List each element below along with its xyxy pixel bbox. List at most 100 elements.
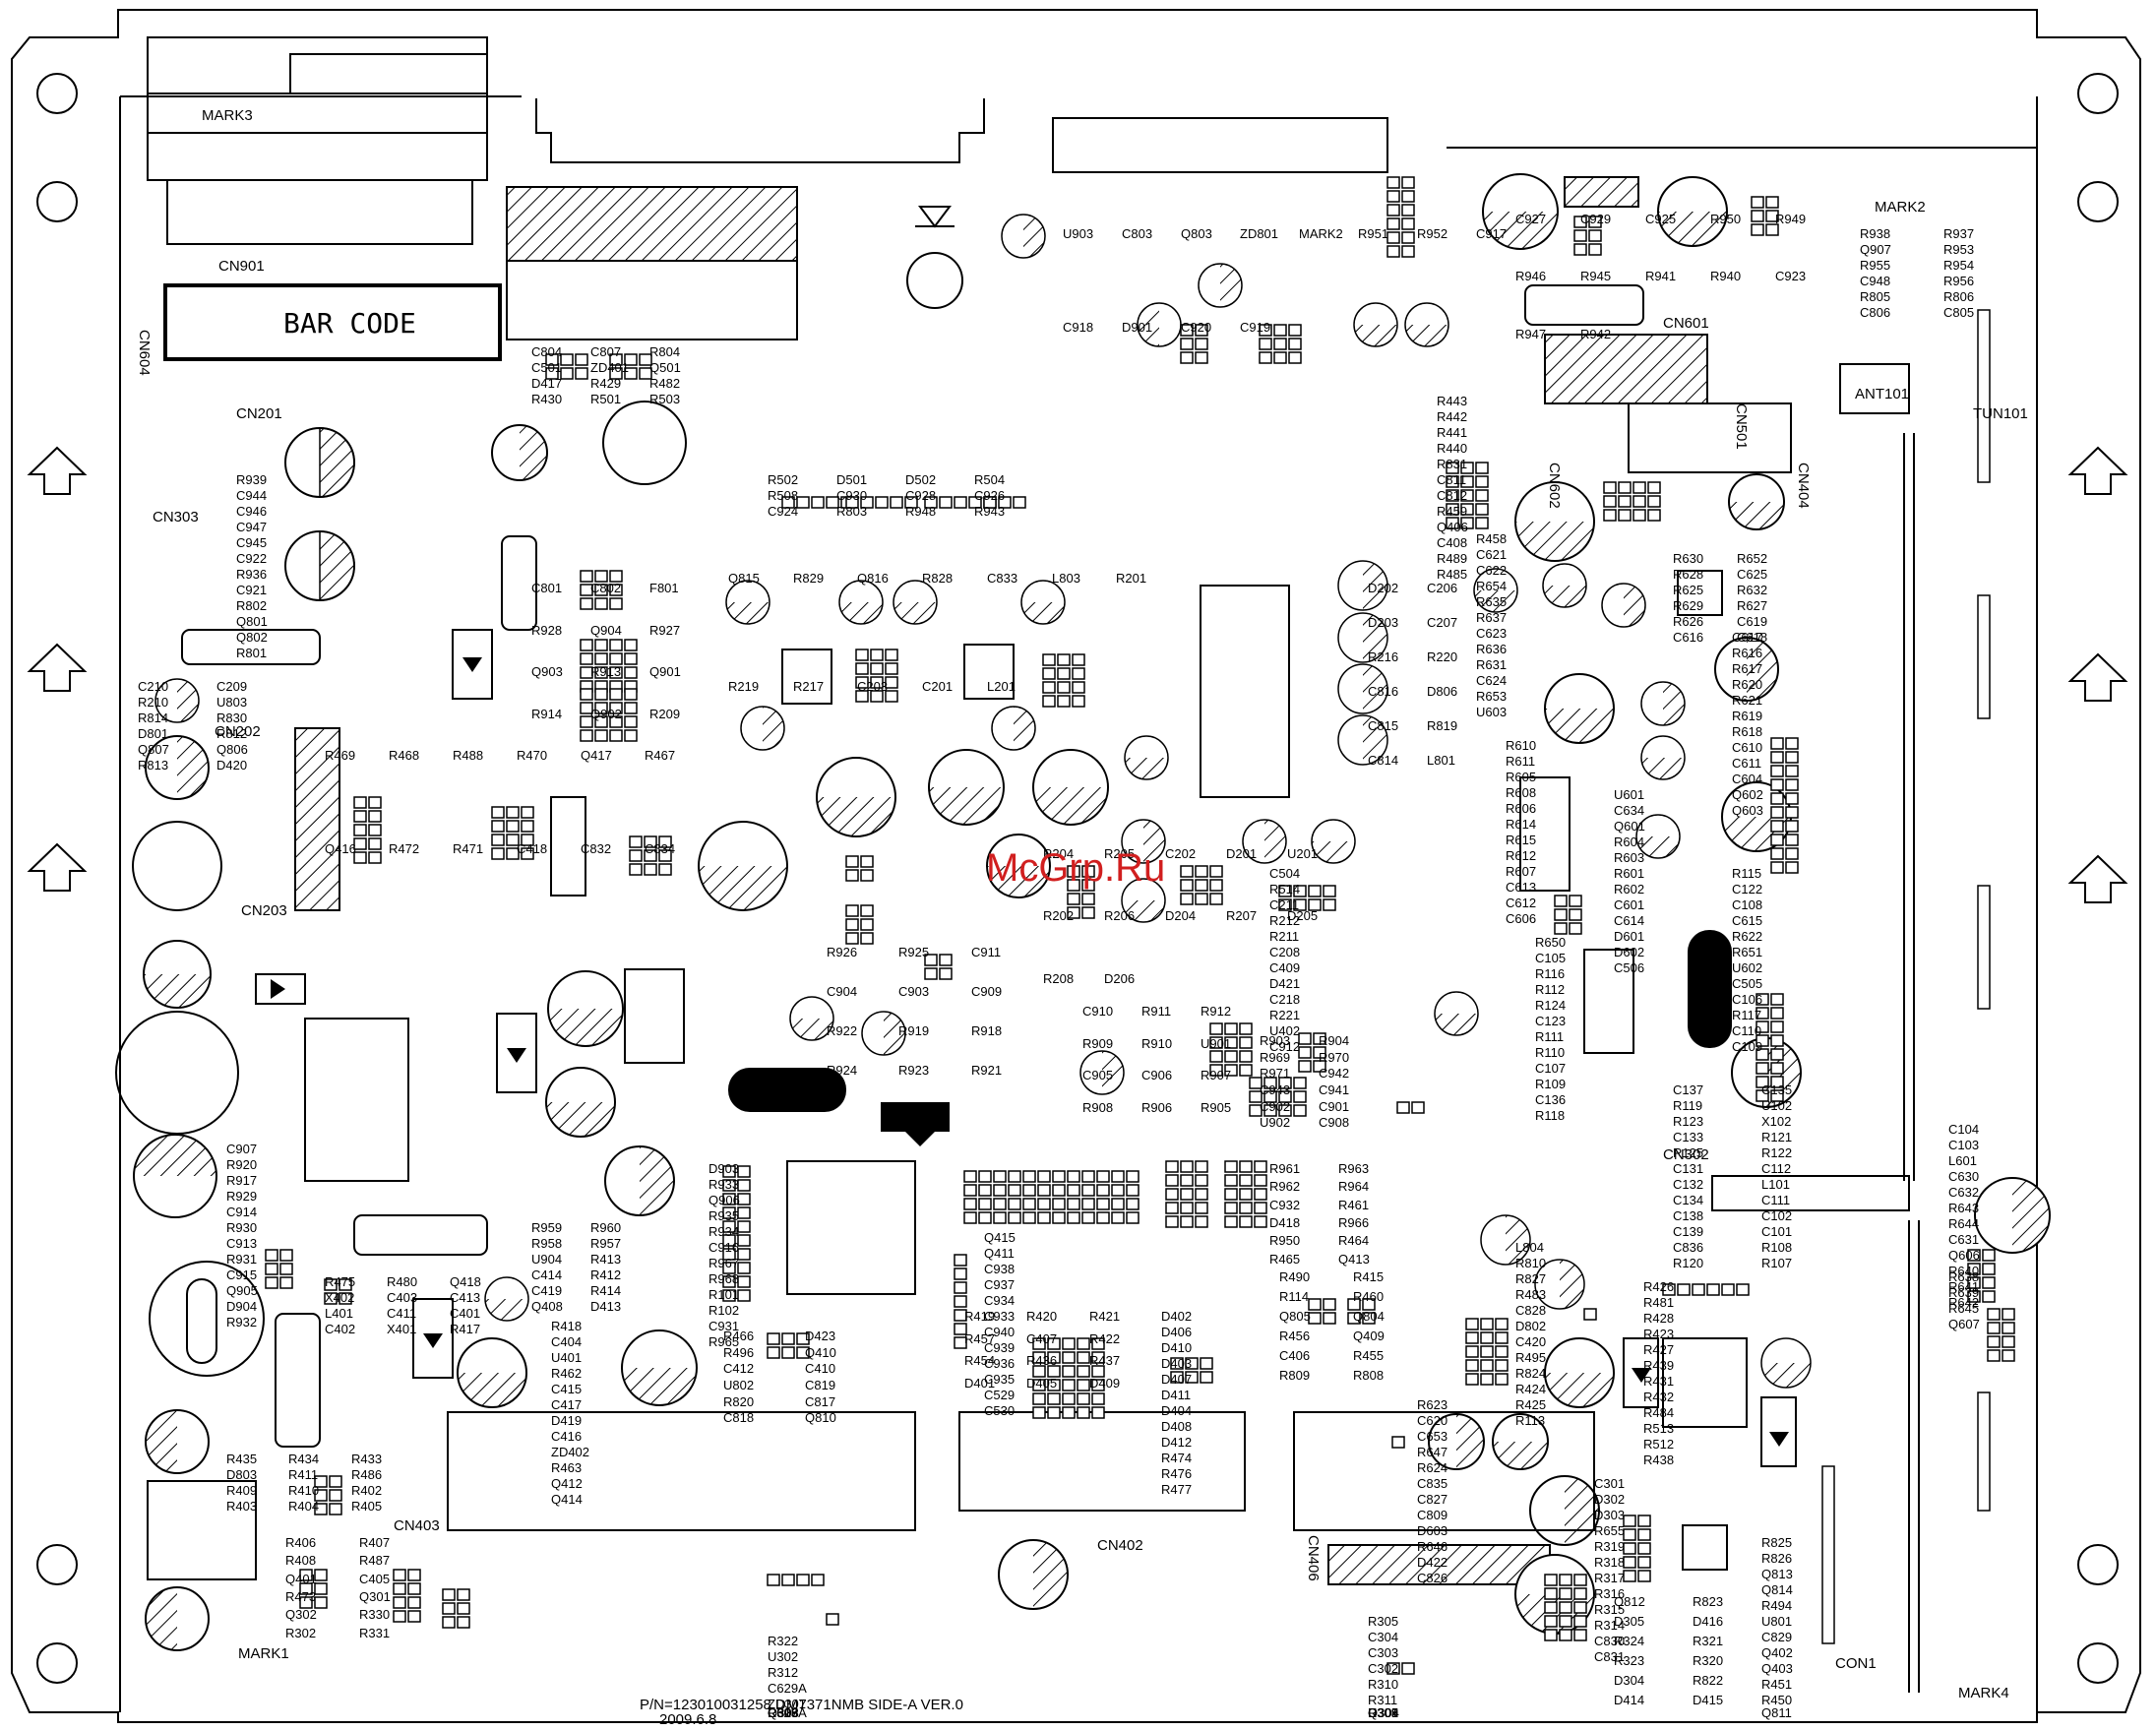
- smd-pad: [2002, 1349, 2015, 1362]
- component-label: U603: [1476, 705, 1507, 719]
- smd-pad: [353, 796, 367, 809]
- smd-pad: [939, 496, 953, 509]
- component-label: C931: [708, 1319, 739, 1333]
- smd-pad: [580, 570, 593, 583]
- component-label: R410: [288, 1483, 319, 1498]
- component-label: R501: [590, 392, 621, 406]
- component-label: R813: [138, 758, 168, 773]
- smd-pad: [1480, 1345, 1494, 1358]
- component-label: C829: [1761, 1630, 1792, 1644]
- smd-pad: [624, 639, 638, 651]
- component-label: R917: [226, 1173, 257, 1188]
- component-label: R806: [1943, 289, 1974, 304]
- smd-pad: [1401, 190, 1415, 203]
- smd-pad: [1313, 1060, 1326, 1073]
- smd-pad: [1126, 1211, 1140, 1224]
- smd-pad: [1067, 1170, 1080, 1183]
- component-label: D421: [1269, 976, 1300, 991]
- smd-pad: [993, 1198, 1007, 1210]
- component-label: C833: [987, 571, 1017, 586]
- component-label: C815: [1368, 718, 1398, 733]
- smd-pad: [624, 652, 638, 665]
- component-label: R942: [1580, 327, 1611, 341]
- component-label: C303: [1368, 1645, 1398, 1660]
- component-label: R204: [1043, 846, 1074, 861]
- connector-label: CN406: [1305, 1535, 1322, 1581]
- smd-pad: [1288, 338, 1302, 350]
- component-label: R468: [389, 748, 419, 763]
- component-label: D414: [1614, 1693, 1644, 1707]
- smd-pad: [1573, 216, 1587, 228]
- component-label: C618: [1737, 630, 1767, 645]
- component-label: R953: [1943, 242, 1974, 257]
- smd-pad: [1111, 1170, 1125, 1183]
- component-label: R959: [531, 1220, 562, 1235]
- smd-pad: [609, 729, 623, 742]
- component-label: R429: [590, 376, 621, 391]
- component-label: R937: [1943, 226, 1974, 241]
- smd-pad: [1067, 1198, 1080, 1210]
- smd-pad: [1224, 1036, 1238, 1049]
- smd-pad: [1293, 1104, 1307, 1117]
- smd-pad: [1391, 1436, 1405, 1449]
- component-label: C138: [1673, 1208, 1703, 1223]
- smd-pad: [1008, 1211, 1021, 1224]
- smd-pad: [1057, 695, 1071, 708]
- smd-pad: [983, 496, 997, 509]
- component-label: R411: [288, 1467, 318, 1482]
- smd-pad: [1239, 1064, 1253, 1077]
- component-label: R907: [1201, 1068, 1231, 1082]
- smd-pad: [580, 715, 593, 728]
- smd-pad: [998, 496, 1012, 509]
- component-label: R443: [1437, 394, 1467, 408]
- capacitor-c812: [998, 1539, 1069, 1610]
- component-label: R804: [649, 344, 680, 359]
- smd-pad: [1224, 1202, 1238, 1214]
- smd-pad: [407, 1596, 421, 1609]
- component-label: D806: [1427, 684, 1457, 699]
- component-label: D401: [964, 1376, 995, 1391]
- smd-pad: [580, 702, 593, 714]
- component-label: R101: [708, 1287, 739, 1302]
- smd-pad: [1756, 1076, 1769, 1088]
- component-label: R415: [1353, 1269, 1384, 1284]
- smd-pad: [870, 649, 884, 661]
- component-label: C905: [1082, 1068, 1113, 1082]
- smd-pad: [860, 904, 874, 917]
- mounting-hole: [36, 1642, 78, 1684]
- component-label: C814: [1368, 753, 1398, 768]
- connector-label: CN202: [215, 723, 261, 740]
- smd-pad: [1195, 324, 1208, 337]
- smd-pad: [767, 1332, 780, 1345]
- smd-pad: [491, 820, 505, 833]
- smd-pad: [442, 1616, 456, 1629]
- smd-pad: [1081, 1211, 1095, 1224]
- component-label: R435: [226, 1452, 257, 1466]
- smd-pad: [1022, 1184, 1036, 1197]
- component-label: C201: [922, 679, 953, 694]
- component-label: X102: [1761, 1114, 1791, 1129]
- capacitor-c830: [145, 1409, 210, 1474]
- smd-pad: [1032, 1406, 1046, 1419]
- smd-pad: [1278, 1090, 1292, 1103]
- smd-pad: [368, 851, 382, 864]
- smd-pad: [1987, 1335, 2001, 1348]
- smd-pad: [1180, 1174, 1194, 1187]
- smd-pad: [1637, 1542, 1651, 1555]
- component-label: R306: [768, 1705, 798, 1720]
- component-label: C102: [1761, 1208, 1792, 1223]
- smd-pad: [737, 1179, 751, 1192]
- component-label: L101: [1761, 1177, 1790, 1192]
- inductor-l801: [115, 1011, 239, 1135]
- component-label: R434: [288, 1452, 319, 1466]
- smd-pad: [1032, 1337, 1046, 1350]
- component-label: C104: [1948, 1122, 1979, 1137]
- component-label: R202: [1043, 908, 1074, 923]
- arrow-up-icon: [27, 446, 88, 495]
- component-label: Q414: [551, 1492, 583, 1507]
- component-label: R911: [1141, 1004, 1171, 1019]
- component-label: C828: [1515, 1303, 1546, 1318]
- component-label: C802: [590, 581, 621, 595]
- component-label: C529: [984, 1388, 1015, 1402]
- component-label: D204: [1165, 908, 1196, 923]
